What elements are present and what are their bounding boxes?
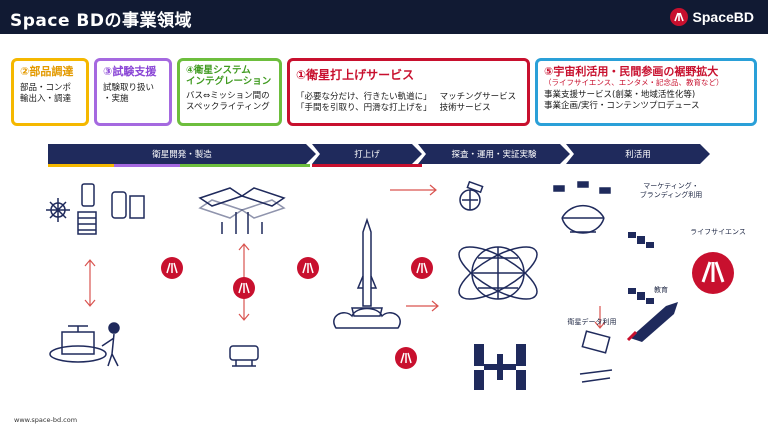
service-launch: ①衛星打上げサービス 「必要な分だけ、行きたい軌道に」 「手間を引取り、円滑な打… [287,58,530,126]
service-title: ①衛星打上げサービス [296,68,415,82]
service-body-line: 事業支援サービス(創薬・地域活性化等) [544,90,696,100]
service-body-line: 事業企画/実行・コンテンツプロデュース [544,101,700,111]
space-station-icon [474,344,526,390]
phase-arrow-operation: 探査・運用・実証実験 [418,144,570,164]
service-body-left: 「必要な分だけ、行きたい軌道に」 「手間を引取り、円滑な打上げを」 [296,92,432,114]
brand-emblem-icon [669,8,688,26]
phase-label: 打上げ [354,150,380,160]
service-body-line: 部品・コンポ [20,83,72,93]
service-title: ③試験支援 [103,65,157,78]
page-title: Space BDの事業領域 [10,11,192,31]
service-body-right: マッチングサービス 技術サービス [440,92,517,114]
orbit-globe-icon [458,180,538,300]
flow-arrow-horizontal-icon [390,184,437,196]
phase-bar-integration [180,164,310,167]
service-body: 試験取り扱い ・実施 [103,83,163,105]
flow-arrow-vertical-icon [594,306,606,329]
phase-arrow-development: 衛星開発・製造 [48,144,316,164]
space-bd-badge-icon [233,277,255,299]
use-education-label: 教育 [654,286,668,294]
phase-arrow-launch: 打上げ [312,144,422,164]
earth-observation-icon [579,330,613,383]
satellite-swarm-icon [553,181,611,234]
service-body: 「必要な分だけ、行きたい軌道に」 「手間を引取り、円滑な打上げを」 マッチングサ… [296,92,521,114]
satellite-assembly-icon [49,322,120,367]
service-title: ②部品調達 [20,65,74,78]
test-equipment-icon [229,345,259,367]
use-lifescience-label: ライフサイエンス [690,228,746,236]
space-bd-emblem-icon [692,252,734,294]
use-satdata-label: 衛星データ利用 [567,318,617,326]
rocket-launch-icon [333,217,401,329]
satellite-structure-icon [198,187,286,234]
service-parts-procurement: ②部品調達 部品・コンポ 輸出入・調達 [11,58,89,126]
space-bd-badge-icon [395,347,417,369]
footer-url: www.space-bd.com [14,416,78,424]
space-bd-badge-icon [411,257,433,279]
use-label-line: マーケティング・ [643,182,699,190]
service-body-line: ・実施 [103,94,129,104]
phase-label: 探査・運用・実証実験 [451,150,537,160]
service-subtitle: （ライフサイエンス、エンタメ・記念品、教育など） [544,78,724,87]
brand-name: SpaceBD [692,9,754,25]
phase-arrow-utilization: 利活用 [566,144,710,164]
use-label-line: ブランディング利用 [639,191,703,199]
service-body-line: 「手間を引取り、円滑な打上げを」 [296,103,432,113]
phase-bar-parts [48,164,114,167]
title-bar: Space BDの事業領域 SpaceBD [0,0,768,34]
space-shuttle-icon [626,302,678,342]
phase-label: 利活用 [625,150,651,160]
brand-logo: SpaceBD [669,7,754,27]
service-title-line: ④衛星システム [186,65,251,76]
service-body: 部品・コンポ 輸出入・調達 [20,83,80,105]
service-body-line: 輸出入・調達 [20,94,72,104]
service-title: ⑤宇宙利活用・民間参画の裾野拡大 [544,65,719,78]
phase-label: 衛星開発・製造 [152,150,212,160]
service-test-support: ③試験支援 試験取り扱い ・実施 [94,58,172,126]
use-marketing-label: マーケティング・ ブランディング利用 [626,182,716,200]
satellite-small-icon [628,232,654,248]
space-bd-badge-icon [161,257,183,279]
service-system-integration: ④衛星システム インテグレーション バス⇔ミッション間の スペックライティング [177,58,282,126]
phase-bar-test [114,164,180,167]
service-body: バス⇔ミッション間の スペックライティング [186,91,273,113]
service-body: 事業支援サービス(創薬・地域活性化等) 事業企画/実行・コンテンツプロデュース [544,90,748,112]
satellite-components-icon [46,183,145,235]
service-body-line: 試験取り扱い [103,83,155,93]
service-body-line: マッチングサービス [439,92,517,102]
service-title-line: インテグレーション [186,76,272,87]
phase-bar-launch [312,164,422,167]
service-body-line: 技術サービス [439,103,491,113]
service-space-utilization: ⑤宇宙利活用・民間参画の裾野拡大 （ライフサイエンス、エンタメ・記念品、教育など… [535,58,757,126]
satellite-education-icon [628,288,654,304]
service-body-line: スペックライティング [186,102,270,112]
flow-arrow-horizontal-icon [406,300,439,312]
service-body-line: バス⇔ミッション間の [186,91,270,101]
space-bd-badge-icon [297,257,319,279]
service-body-line: 「必要な分だけ、行きたい軌道に」 [296,92,432,102]
flow-arrow-vertical-icon [84,259,96,307]
service-title: ④衛星システム インテグレーション [186,65,273,87]
